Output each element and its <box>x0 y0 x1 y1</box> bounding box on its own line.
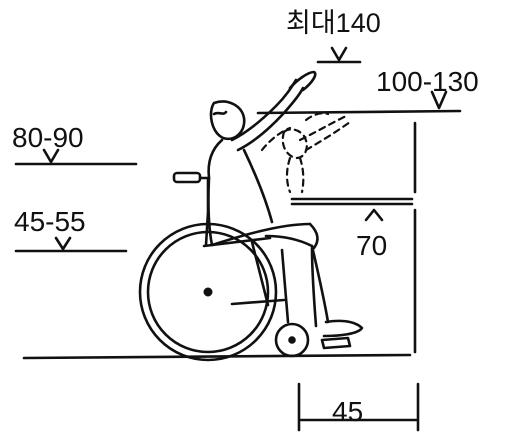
counter-outline <box>290 121 417 354</box>
label-max-reach: 최대140 <box>286 8 381 38</box>
knee-depth-dimension <box>297 382 420 432</box>
label-lower-range: 45-55 <box>14 206 86 237</box>
lower-range-marker <box>14 236 128 253</box>
label-upper-range: 80-90 <box>12 122 84 153</box>
upper-range-marker <box>14 148 138 166</box>
label-table-height: 70 <box>356 230 388 261</box>
floor-line <box>22 353 412 360</box>
reach-range-marker <box>256 90 462 115</box>
seated-person <box>207 70 364 350</box>
max-reach-marker <box>316 46 362 64</box>
alternate-reach-sketch <box>260 112 352 194</box>
wheelchair <box>138 171 310 362</box>
label-reach-range: 100-130 <box>376 66 479 97</box>
